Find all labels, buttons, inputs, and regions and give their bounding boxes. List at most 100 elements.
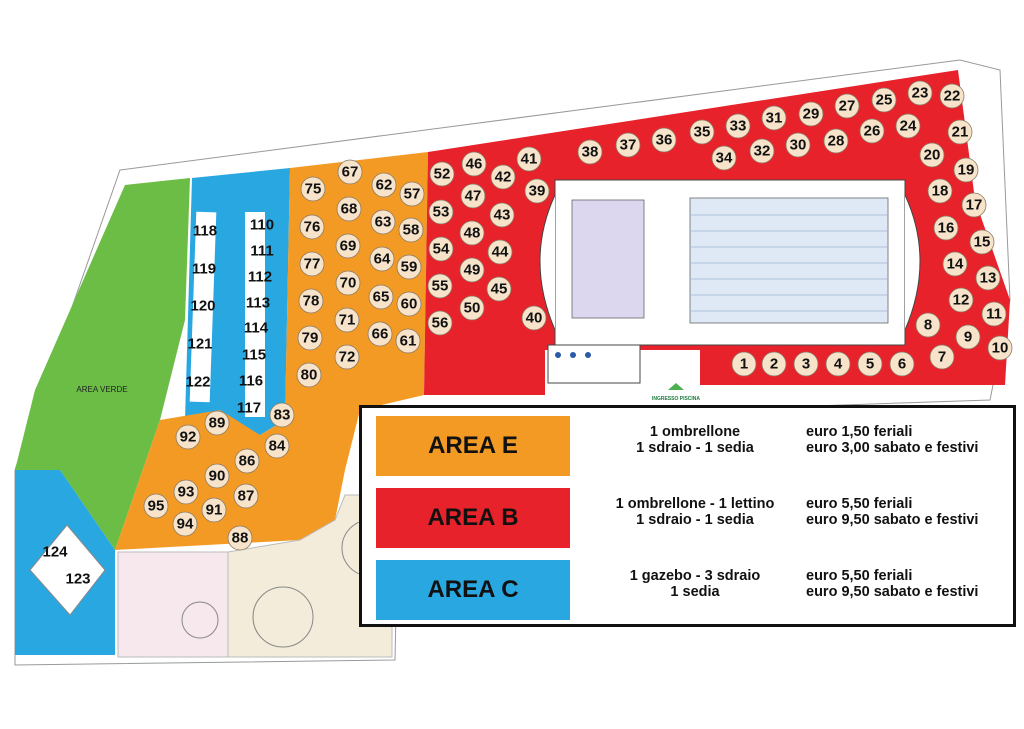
spot-50: 50 <box>459 295 485 321</box>
spot-number: 112 <box>248 269 272 286</box>
area-b-price-1: euro 5,50 feriali <box>806 496 913 512</box>
spot-18: 18 <box>927 178 953 204</box>
spot-number: 69 <box>340 238 357 255</box>
spot-number: 41 <box>521 151 538 168</box>
spot-marker <box>234 448 260 474</box>
spot-111: 111 <box>250 243 273 260</box>
spot-39: 39 <box>524 178 550 204</box>
spot-number: 110 <box>250 217 274 234</box>
spot-29: 29 <box>798 101 824 127</box>
spot-marker <box>689 119 715 145</box>
spot-number: 9 <box>964 329 972 346</box>
spot-72: 72 <box>334 344 360 370</box>
spot-number: 122 <box>185 374 210 391</box>
walkway-right <box>245 212 265 417</box>
spot-number: 59 <box>401 259 418 276</box>
spot-number: 117 <box>237 400 261 417</box>
spot-marker <box>761 105 787 131</box>
spot-marker <box>428 199 454 225</box>
spot-121: 121 <box>187 336 212 353</box>
building-label: INGRESSO PISCINA <box>652 396 700 402</box>
spot-marker <box>711 145 737 171</box>
spot-number: 35 <box>694 124 711 141</box>
spot-number: 18 <box>932 183 949 200</box>
spot-marker <box>299 251 325 277</box>
spot-number: 10 <box>992 340 1009 357</box>
spot-marker <box>793 351 819 377</box>
spot-number: 70 <box>340 275 357 292</box>
spot-number: 113 <box>246 295 270 312</box>
spot-48: 48 <box>459 220 485 246</box>
spot-16: 16 <box>933 215 959 241</box>
spot-number: 3 <box>802 356 810 373</box>
spot-number: 115 <box>242 347 266 364</box>
spot-number: 64 <box>374 251 391 268</box>
spot-22: 22 <box>939 83 965 109</box>
spot-marker <box>825 351 851 377</box>
spot-number: 87 <box>238 488 255 505</box>
spot-number: 120 <box>190 298 215 315</box>
spot-marker <box>336 196 362 222</box>
spot-number: 43 <box>494 207 511 224</box>
spot-number: 50 <box>464 300 481 317</box>
spot-marker <box>871 87 897 113</box>
spot-number: 48 <box>464 225 481 242</box>
spot-75: 75 <box>300 176 326 202</box>
spot-marker <box>371 172 397 198</box>
spot-80: 80 <box>296 362 322 388</box>
spot-30: 30 <box>785 132 811 158</box>
spot-69: 69 <box>335 233 361 259</box>
spot-92: 92 <box>175 424 201 450</box>
spot-number: 119 <box>192 261 216 278</box>
spot-6: 6 <box>889 351 915 377</box>
spot-number: 32 <box>754 143 771 160</box>
spot-number: 79 <box>302 330 319 347</box>
spot-number: 77 <box>304 256 321 273</box>
spot-marker <box>834 93 860 119</box>
spot-number: 45 <box>491 281 508 298</box>
spot-47: 47 <box>460 183 486 209</box>
entrance-icon <box>668 383 684 390</box>
spot-114: 114 <box>244 320 269 337</box>
spot-marker <box>961 192 987 218</box>
spot-number: 86 <box>239 453 256 470</box>
spot-57: 57 <box>399 181 425 207</box>
spot-number: 40 <box>526 310 543 327</box>
spot-91: 91 <box>201 497 227 523</box>
spot-number: 91 <box>206 502 223 519</box>
spot-number: 66 <box>372 326 389 343</box>
spot-9: 9 <box>955 324 981 350</box>
area-verde-label: AREA VERDE <box>76 385 127 394</box>
spot-marker <box>459 295 485 321</box>
walkway-left <box>189 211 217 403</box>
spot-41: 41 <box>516 146 542 172</box>
spot-marker <box>489 202 515 228</box>
spot-marker <box>749 138 775 164</box>
small-pool <box>571 199 645 319</box>
spot-56: 56 <box>427 310 453 336</box>
spot-number: 93 <box>178 484 195 501</box>
spot-number: 11 <box>986 306 1002 323</box>
price-legend: AREA E 1 ombrellone 1 sdraio - 1 sedia e… <box>359 405 1016 627</box>
spot-number: 44 <box>492 244 509 261</box>
spot-number: 7 <box>938 349 946 366</box>
spot-marker <box>975 265 1001 291</box>
spot-marker <box>335 233 361 259</box>
spot-number: 67 <box>342 164 359 181</box>
spot-52: 52 <box>429 161 455 187</box>
spot-33: 33 <box>725 113 751 139</box>
spot-83: 83 <box>269 402 295 428</box>
spot-marker <box>398 217 424 243</box>
spot-marker <box>143 493 169 519</box>
spot-123: 123 <box>65 571 90 588</box>
spot-number: 25 <box>876 92 893 109</box>
spot-marker <box>915 312 941 338</box>
spot-number: 16 <box>938 220 955 237</box>
spot-15: 15 <box>969 229 995 255</box>
spot-marker <box>296 362 322 388</box>
spot-marker <box>955 324 981 350</box>
spot-79: 79 <box>297 325 323 351</box>
